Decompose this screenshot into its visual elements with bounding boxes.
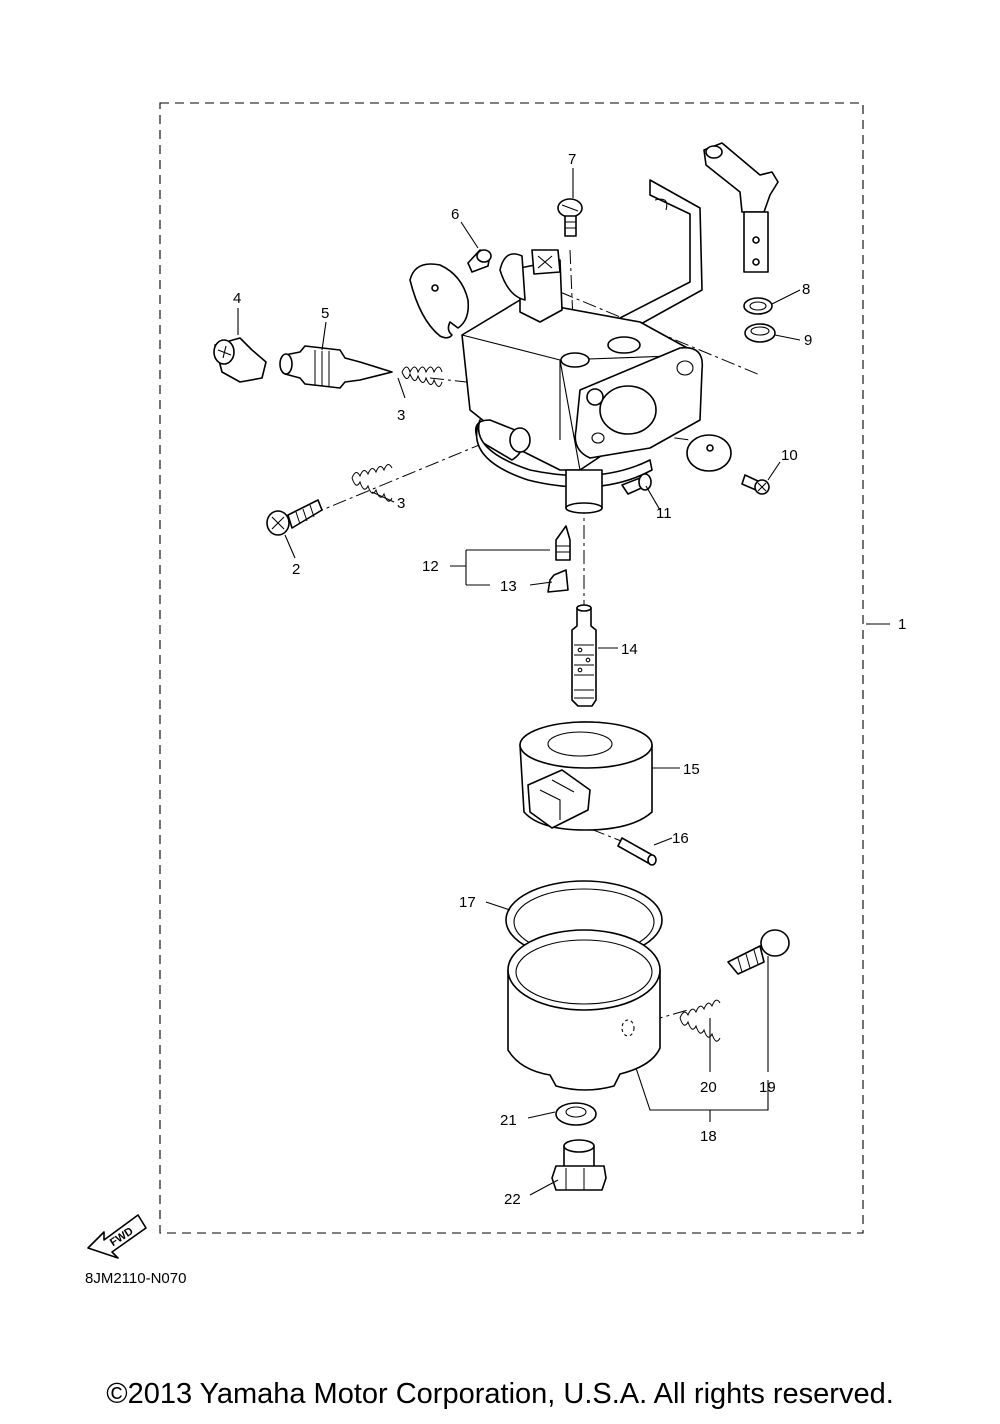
part-8-washer bbox=[743, 297, 773, 315]
callout-2: 2 bbox=[292, 561, 300, 578]
callout-10: 10 bbox=[781, 447, 798, 464]
callout-15: 15 bbox=[683, 761, 700, 778]
callout-9: 9 bbox=[804, 332, 812, 349]
diagram-code: 8JM2110-N070 bbox=[85, 1270, 187, 1287]
part-3-spring-upper bbox=[401, 366, 443, 387]
choke-lever bbox=[703, 142, 779, 273]
callout-22: 22 bbox=[504, 1191, 521, 1208]
leader-lines bbox=[237, 168, 890, 1196]
part-3-spring-lower bbox=[351, 464, 393, 502]
part-19-screw bbox=[727, 929, 790, 975]
part-6-screw bbox=[467, 249, 492, 273]
part-10-screw bbox=[741, 474, 770, 495]
callout-1: 1 bbox=[898, 616, 906, 633]
callout-5: 5 bbox=[321, 305, 329, 322]
callout-21: 21 bbox=[500, 1112, 517, 1129]
callout-19: 19 bbox=[759, 1079, 776, 1096]
part-2-screw bbox=[266, 499, 323, 536]
part-7-screw bbox=[557, 198, 583, 237]
callout-4: 4 bbox=[233, 290, 241, 307]
callout-6: 6 bbox=[451, 206, 459, 223]
part-15-float bbox=[519, 721, 653, 831]
part-5-needle bbox=[279, 345, 393, 389]
part-4-knob bbox=[213, 337, 267, 383]
callout-7: 7 bbox=[568, 151, 576, 168]
fwd-arrow-icon: FWD bbox=[87, 1214, 147, 1259]
callout-3-lower: 3 bbox=[397, 495, 405, 512]
throttle-plate bbox=[409, 263, 470, 339]
part-16-pin bbox=[617, 837, 657, 866]
part-20-spring bbox=[679, 999, 721, 1042]
callout-3-upper: 3 bbox=[397, 407, 405, 424]
part-21-washer bbox=[555, 1102, 597, 1126]
callout-12: 12 bbox=[422, 558, 439, 575]
part-10-plate bbox=[686, 434, 732, 472]
callout-11: 11 bbox=[656, 505, 672, 522]
part-9-seal bbox=[744, 323, 776, 343]
carburetor-body bbox=[461, 179, 704, 514]
callout-13: 13 bbox=[500, 578, 517, 595]
part-14-tube bbox=[571, 604, 597, 707]
part-22-plug bbox=[551, 1139, 607, 1191]
part-12-jet bbox=[555, 525, 571, 561]
part-18-bowl bbox=[507, 929, 661, 1091]
callout-17: 17 bbox=[459, 894, 476, 911]
copyright-notice: ©2013 Yamaha Motor Corporation, U.S.A. A… bbox=[106, 1378, 894, 1410]
assembly-boundary bbox=[159, 102, 864, 1234]
callout-8: 8 bbox=[802, 281, 810, 298]
callout-18: 18 bbox=[700, 1128, 717, 1145]
callout-16: 16 bbox=[672, 830, 689, 847]
part-13-clip bbox=[547, 569, 569, 593]
callout-20: 20 bbox=[700, 1079, 717, 1096]
callout-14: 14 bbox=[621, 641, 638, 658]
